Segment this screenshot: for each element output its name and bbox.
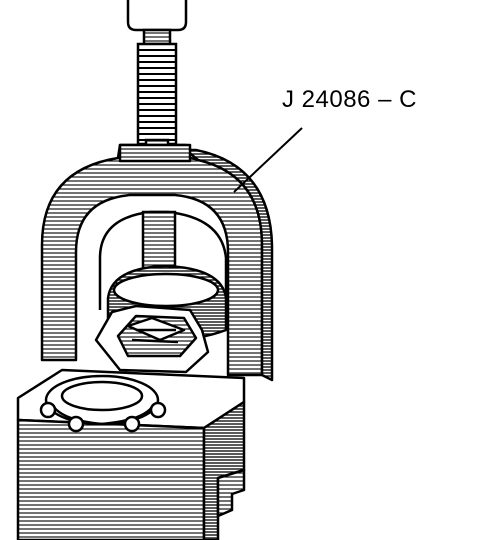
tool-part-number-label: J 24086 – C — [282, 86, 417, 113]
bearing-ring — [44, 374, 160, 426]
connecting-rod — [94, 304, 210, 374]
press-ram — [126, 0, 188, 46]
threaded-screw — [136, 42, 178, 154]
press-frame — [40, 143, 274, 382]
callout-leader — [233, 127, 303, 193]
fixture-bolts — [39, 401, 167, 433]
